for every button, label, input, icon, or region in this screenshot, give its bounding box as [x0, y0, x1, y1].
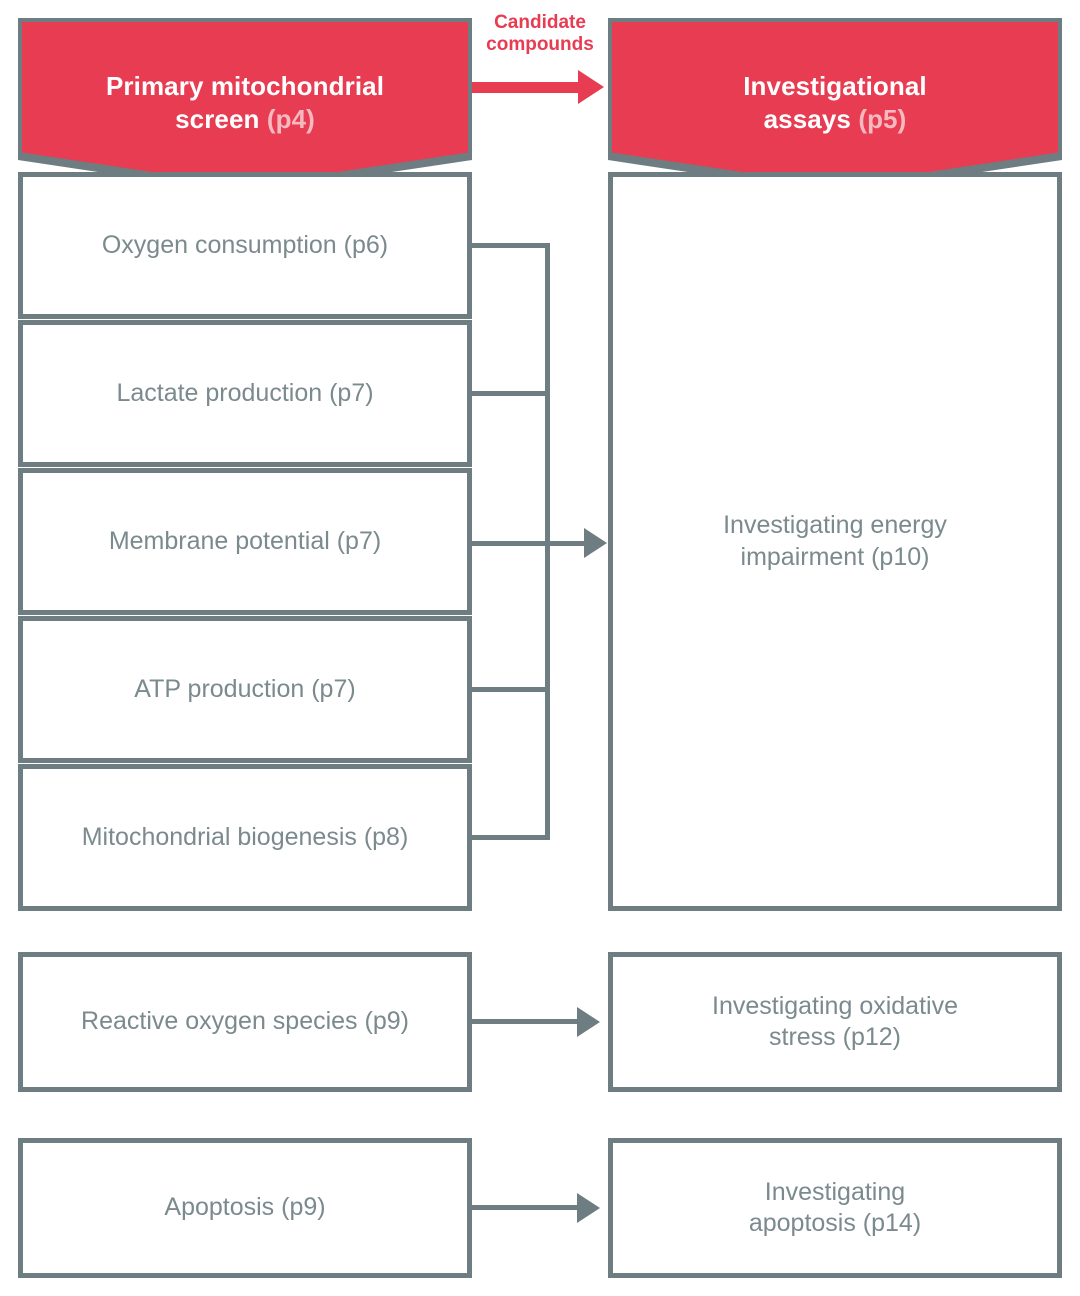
investigating-apoptosis-line1: Investigating	[764, 1177, 906, 1206]
connector-apoptosis-arrow-shaft	[472, 1205, 584, 1210]
candidate-compounds-caption: Candidate compounds	[472, 12, 608, 57]
right-banner-line2: assays	[763, 104, 851, 135]
box-atp-production-label: ATP production (p7)	[134, 674, 356, 703]
connector-energy-impairment-arrow-shaft	[545, 541, 593, 546]
box-oxygen-consumption[interactable]: Oxygen consumption (p6)	[18, 172, 472, 319]
left-banner-line2: screen	[175, 104, 260, 135]
box-investigating-energy-impairment[interactable]: Investigating energy impairment (p10)	[608, 172, 1062, 911]
box-investigating-apoptosis-label: Investigating apoptosis (p14)	[735, 1177, 935, 1240]
right-banner-page-ref: (p5)	[858, 104, 907, 135]
box-apoptosis-label: Apoptosis (p9)	[164, 1193, 326, 1222]
box-membrane-potential[interactable]: Membrane potential (p7)	[18, 468, 472, 615]
candidate-compounds-arrow-shaft	[472, 82, 586, 93]
box-atp-production[interactable]: ATP production (p7)	[18, 616, 472, 763]
candidate-compounds-line1: Candidate	[494, 12, 586, 33]
box-reactive-oxygen-species[interactable]: Reactive oxygen species (p9)	[18, 952, 472, 1092]
connector-stub-mitochondrial-biogenesis	[472, 835, 550, 840]
connector-oxidative-stress-arrow-shaft	[472, 1019, 584, 1024]
box-apoptosis[interactable]: Apoptosis (p9)	[18, 1138, 472, 1278]
left-banner-text: Primary mitochondrial screen (p4)	[88, 70, 402, 137]
candidate-compounds-line2: compounds	[486, 34, 594, 56]
right-banner-line1: Investigational	[743, 71, 927, 101]
box-oxygen-consumption-label: Oxygen consumption (p6)	[101, 230, 389, 259]
left-banner-page-ref: (p4)	[266, 104, 315, 135]
right-column-banner: Investigational assays (p5)	[608, 18, 1062, 190]
box-membrane-potential-label: Membrane potential (p7)	[108, 526, 382, 555]
box-investigating-oxidative-stress[interactable]: Investigating oxidative stress (p12)	[608, 952, 1062, 1092]
investigating-apoptosis-line2: apoptosis (p14)	[748, 1209, 922, 1237]
oxidative-stress-line2: stress (p12)	[769, 1023, 901, 1051]
oxidative-stress-line1: Investigating oxidative	[712, 991, 958, 1020]
box-investigating-oxidative-stress-label: Investigating oxidative stress (p12)	[698, 991, 972, 1054]
energy-impairment-line2: impairment (p10)	[740, 542, 930, 571]
box-investigating-apoptosis[interactable]: Investigating apoptosis (p14)	[608, 1138, 1062, 1278]
box-lactate-production-label: Lactate production (p7)	[116, 378, 374, 407]
connector-stub-oxygen-consumption	[472, 243, 550, 248]
connector-oxidative-stress-arrow-head	[577, 1007, 600, 1037]
box-mitochondrial-biogenesis-label: Mitochondrial biogenesis (p8)	[81, 822, 409, 851]
box-lactate-production[interactable]: Lactate production (p7)	[18, 320, 472, 467]
connector-energy-impairment-arrow-head	[584, 528, 607, 558]
left-column-banner: Primary mitochondrial screen (p4)	[18, 18, 472, 190]
box-reactive-oxygen-species-label: Reactive oxygen species (p9)	[81, 1007, 409, 1036]
connector-apoptosis-arrow-head	[577, 1193, 600, 1223]
connector-stub-membrane-potential	[472, 541, 550, 546]
connector-stub-lactate-production	[472, 391, 550, 396]
right-banner-text: Investigational assays (p5)	[725, 70, 945, 137]
box-investigating-energy-impairment-label: Investigating energy impairment (p10)	[709, 510, 961, 573]
box-mitochondrial-biogenesis[interactable]: Mitochondrial biogenesis (p8)	[18, 764, 472, 911]
energy-impairment-line1: Investigating energy	[723, 511, 947, 539]
candidate-compounds-arrow-head	[578, 70, 604, 104]
left-banner-line1: Primary mitochondrial	[105, 71, 385, 101]
connector-stub-atp-production	[472, 687, 550, 692]
